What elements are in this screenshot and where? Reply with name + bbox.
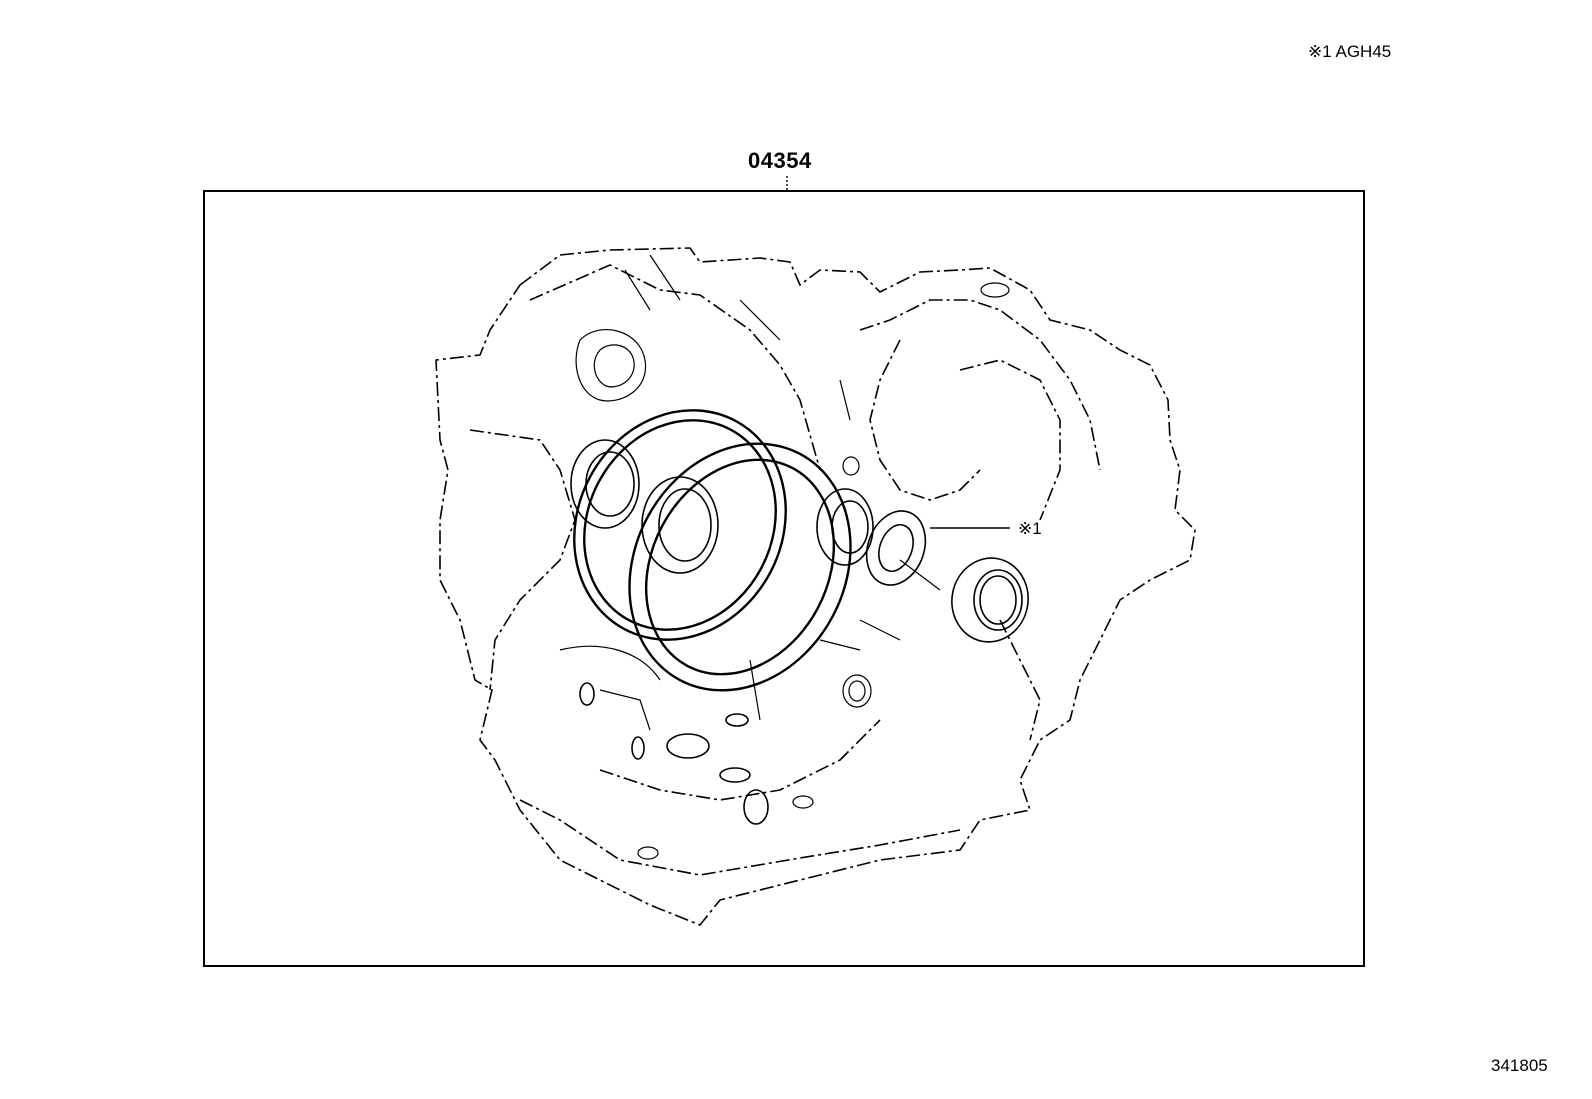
callout-label: ※1 (1018, 519, 1042, 538)
transmission-housing-icon (435, 247, 1196, 926)
kit-part-number[interactable]: 04354 (748, 148, 812, 173)
gasket-ring-icon (573, 409, 852, 692)
o-ring-icon (579, 682, 769, 825)
model-note: ※1 AGH45 (1308, 42, 1392, 61)
kit-frame (203, 190, 1365, 967)
oil-seal-icon (570, 439, 1029, 643)
diagram-id: 341805 (1491, 1056, 1548, 1075)
